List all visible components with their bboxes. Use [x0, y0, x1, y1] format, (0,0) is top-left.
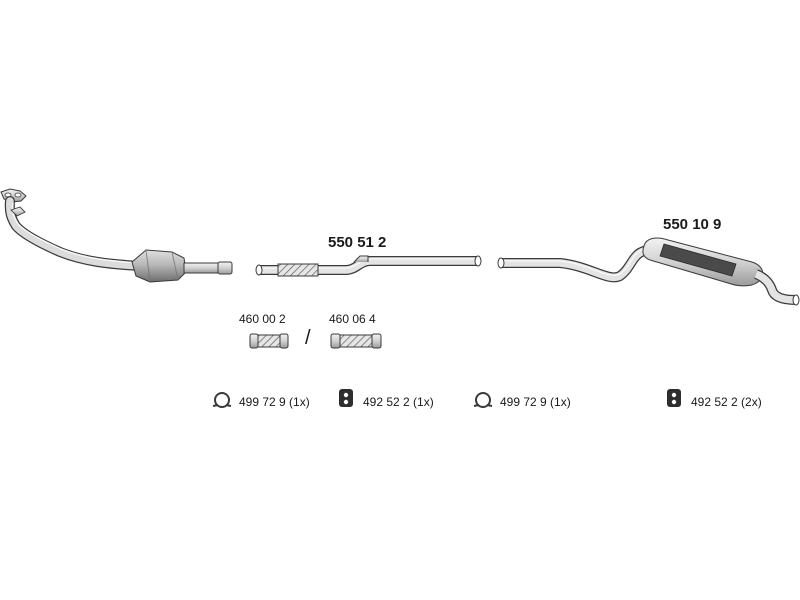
flex-connector-460-06-4[interactable]	[330, 333, 382, 349]
clamp-ring-icon	[473, 392, 493, 408]
hanger-tab	[353, 255, 369, 263]
rear-silencer-550-10-9[interactable]	[497, 237, 800, 306]
part-number-550-10-9: 550 10 9	[663, 216, 722, 233]
fitting-label: 499 72 9 (1x)	[500, 395, 571, 409]
alternative-separator: /	[305, 327, 311, 349]
rubber-hanger-icon	[339, 389, 353, 407]
fitting-label: 492 52 2 (2x)	[691, 395, 762, 409]
rubber-hanger-icon	[667, 389, 681, 407]
catalytic-converter-assembly[interactable]	[0, 188, 233, 283]
part-number-460-06-4: 460 06 4	[329, 312, 376, 326]
flex-section	[277, 263, 319, 277]
fitting-label: 492 52 2 (1x)	[363, 395, 434, 409]
part-number-550-51-2: 550 51 2	[328, 234, 387, 251]
flex-connector-460-00-2[interactable]	[249, 333, 289, 349]
clamp-ring-icon	[212, 392, 232, 408]
part-number-460-00-2: 460 00 2	[239, 312, 286, 326]
catalytic-converter	[131, 249, 187, 283]
fitting-label: 499 72 9 (1x)	[239, 395, 310, 409]
silencer-band	[659, 243, 737, 277]
front-pipe-550-51-2[interactable]	[255, 255, 482, 277]
